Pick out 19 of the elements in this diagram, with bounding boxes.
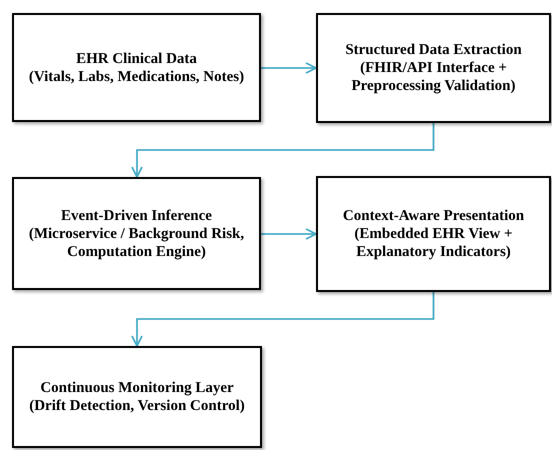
box-description: (Vitals, Labs, Medications, Notes)	[28, 68, 244, 86]
process-box	[12, 13, 261, 122]
box-title: EHR Clinical Data	[76, 50, 197, 68]
process-box	[316, 13, 551, 123]
process-box	[316, 176, 551, 292]
connector-arrow	[261, 62, 317, 74]
box-description: (Drift Detection, Version Control)	[29, 397, 245, 415]
box-title: Event-Driven Inference	[61, 206, 212, 224]
box-title: Context-Aware Presentation	[342, 207, 524, 225]
connector-arrow	[131, 292, 434, 347]
process-box	[12, 346, 262, 448]
connector-arrow	[131, 123, 434, 178]
connector-arrow	[261, 228, 317, 240]
box-description: (Embedded EHR View + Explanatory Indicators)	[353, 225, 514, 261]
box-title: Continuous Monitoring Layer	[40, 379, 234, 397]
box-description: (FHIR/API Interface + Preprocessing Validation)	[350, 59, 517, 95]
box-description: (Microservice / Background Risk, Computation Engine)	[28, 224, 246, 260]
box-title: Structured Data Extraction	[345, 41, 522, 59]
process-box	[12, 177, 261, 290]
